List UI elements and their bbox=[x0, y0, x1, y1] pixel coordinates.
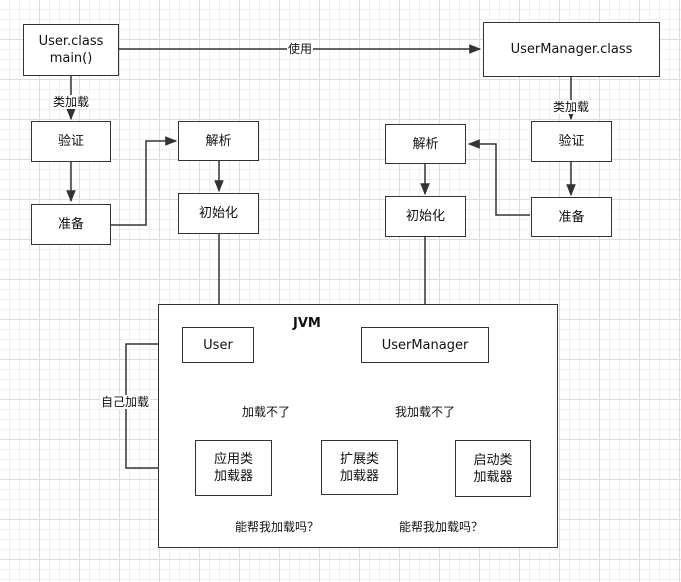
node-verify-left: 验证 bbox=[31, 121, 111, 162]
node-prepare-left: 准备 bbox=[31, 204, 111, 245]
node-parse-left: 解析 bbox=[178, 121, 259, 161]
jvm-title: JVM bbox=[293, 316, 321, 331]
node-usermanager: UserManager bbox=[361, 327, 489, 363]
node-verify-right: 验证 bbox=[531, 121, 612, 162]
label-cannot-load: 加载不了 bbox=[241, 405, 292, 419]
node-app-loader: 应用类 加载器 bbox=[195, 440, 272, 496]
label-load-left: 类加载 bbox=[52, 95, 91, 109]
label-self-load: 自己加载 bbox=[100, 395, 151, 409]
node-boot-loader: 启动类 加载器 bbox=[455, 440, 531, 497]
label-i-cannot-load: 我加载不了 bbox=[394, 405, 457, 419]
label-use: 使用 bbox=[287, 42, 314, 56]
node-ext-loader: 扩展类 加载器 bbox=[321, 440, 398, 495]
label-load-right: 类加载 bbox=[552, 100, 591, 114]
edge-prepare-parse-right bbox=[467, 139, 530, 216]
node-user: User bbox=[182, 327, 254, 363]
edge-prepare-parse-left bbox=[111, 136, 178, 226]
node-prepare-right: 准备 bbox=[531, 197, 612, 237]
node-user-class: User.class main() bbox=[23, 24, 119, 76]
label-help-load-2: 能帮我加载吗？ bbox=[398, 520, 485, 534]
node-init-right: 初始化 bbox=[385, 196, 466, 237]
node-init-left: 初始化 bbox=[178, 193, 259, 234]
node-parse-right: 解析 bbox=[385, 124, 466, 164]
node-usermanager-class: UserManager.class bbox=[483, 22, 660, 77]
label-help-load-1: 能帮我加载吗？ bbox=[234, 520, 321, 534]
